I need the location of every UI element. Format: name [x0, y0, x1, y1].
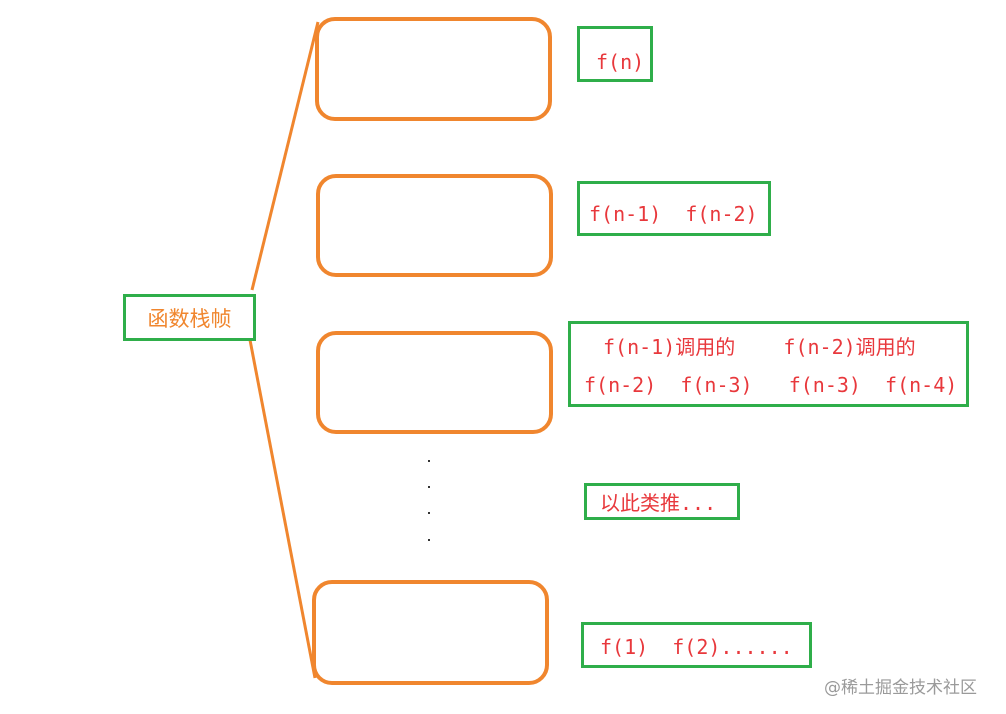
label-box-1: f(n)	[577, 26, 653, 82]
watermark: @稀土掘金技术社区	[824, 678, 977, 698]
label-box-3: f(n-1)调用的 f(n-2)调用的 f(n-2) f(n-3) f(n-3)…	[568, 321, 969, 407]
label-base-case: f(1) f(2)......	[600, 635, 793, 659]
label-level-2: f(n-1) f(n-2)	[589, 202, 758, 226]
connector-line-bottom	[248, 339, 317, 679]
connector-line-top	[250, 21, 320, 291]
stack-frame-last	[312, 580, 549, 685]
label-fn: f(n)	[596, 50, 645, 74]
label-and-so-on: 以此类推...	[600, 491, 717, 515]
stack-frame-1	[315, 17, 552, 121]
ellipsis-dot	[428, 512, 430, 514]
label-box-5: f(1) f(2)......	[581, 622, 812, 668]
label-level-3-line-1: f(n-1)调用的 f(n-2)调用的	[603, 335, 916, 359]
label-box-2: f(n-1) f(n-2)	[577, 181, 771, 236]
stack-frame-2	[316, 174, 553, 277]
ellipsis-dot	[428, 486, 430, 488]
ellipsis-dot	[428, 460, 430, 462]
stack-frame-3	[316, 331, 553, 434]
root-label: 函数栈帧	[147, 307, 232, 331]
label-box-4: 以此类推...	[584, 483, 740, 520]
label-level-3-line-2: f(n-2) f(n-3) f(n-3) f(n-4)	[584, 373, 958, 397]
root-box: 函数栈帧	[123, 294, 256, 341]
ellipsis-dot	[428, 539, 430, 541]
